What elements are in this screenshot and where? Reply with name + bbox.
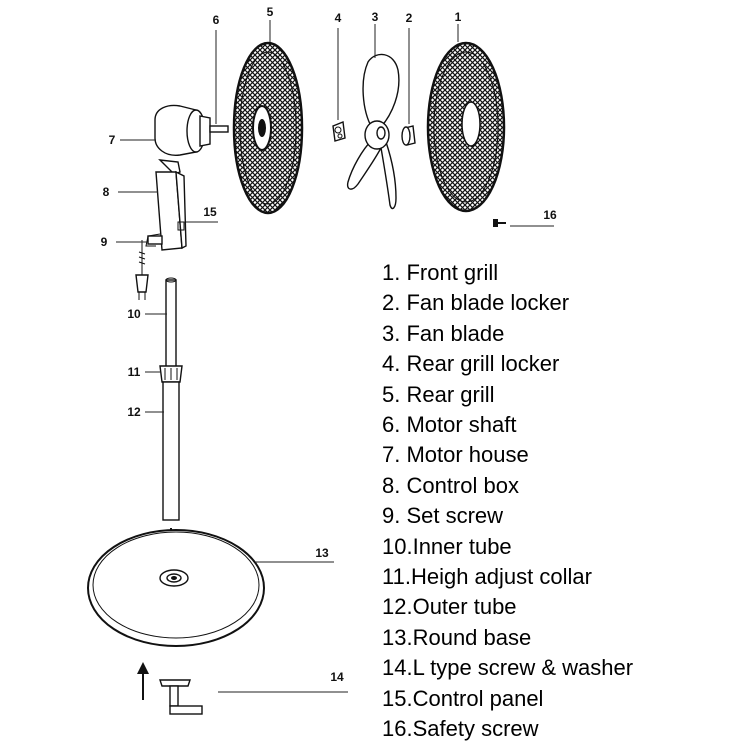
legend-item: 1. Front grill: [382, 260, 499, 285]
callout-6: 6: [213, 13, 220, 27]
callout-12: 12: [127, 405, 141, 419]
callout-4: 4: [335, 11, 342, 25]
legend-item: 9. Set screw: [382, 503, 504, 529]
round-base: [87, 529, 265, 647]
legend-item: 12.Outer tube: [382, 594, 517, 620]
callout-13: 13: [315, 546, 329, 560]
front-grill: [426, 41, 506, 213]
fan-blade: [346, 53, 400, 210]
callout-15: 15: [203, 205, 217, 219]
legend-item: 4. Rear grill locker: [382, 351, 560, 377]
callout-2: 2: [406, 11, 413, 25]
leader-lines: [116, 20, 554, 693]
control-box: [155, 159, 187, 251]
height-adjust-collar: [159, 365, 183, 383]
callout-7: 7: [109, 133, 116, 147]
callout-8: 8: [103, 185, 110, 199]
legend-item: 6. Motor shaft: [382, 412, 517, 438]
fan-blade-locker: [401, 125, 416, 146]
callout-11: 11: [128, 365, 141, 379]
callout-10: 10: [127, 307, 141, 321]
legend-item: 15.Control panel: [382, 685, 544, 711]
l-type-screw-and-washer: [159, 679, 203, 715]
safety-screw: [493, 219, 506, 227]
callout-14: 14: [330, 670, 344, 684]
callout-3: 3: [372, 10, 379, 24]
legend-item: 3. Fan blade: [382, 320, 505, 346]
parts-legend: 1. Front grill 2. Fan blade locker 3. Fa…: [382, 258, 633, 745]
legend-item: 8. Control box: [382, 472, 519, 498]
insert-arrow-up: [137, 662, 149, 700]
callout-5: 5: [267, 5, 274, 19]
callout-16: 16: [543, 208, 557, 222]
callout-9: 9: [101, 235, 108, 249]
legend-item: 2. Fan blade locker: [382, 290, 570, 316]
motor-shaft: [209, 125, 229, 133]
legend-item: 14.L type screw & washer: [382, 655, 634, 681]
legend-item: 5. Rear grill: [382, 381, 495, 407]
outer-tube: [162, 381, 180, 521]
legend-item: 11.Heigh adjust collar: [382, 564, 592, 590]
callout-1: 1: [455, 10, 462, 24]
legend-item: 13.Round base: [382, 624, 532, 650]
legend-item: 16.Safety screw: [382, 716, 539, 742]
legend-item: 7. Motor house: [382, 442, 529, 468]
rear-grill: [232, 41, 304, 215]
motor-house: [154, 104, 211, 156]
rear-grill-locker: [332, 121, 346, 142]
set-screw-and-cord: [135, 233, 163, 300]
legend-item: 10.Inner tube: [382, 533, 512, 559]
inner-tube: [165, 277, 177, 369]
